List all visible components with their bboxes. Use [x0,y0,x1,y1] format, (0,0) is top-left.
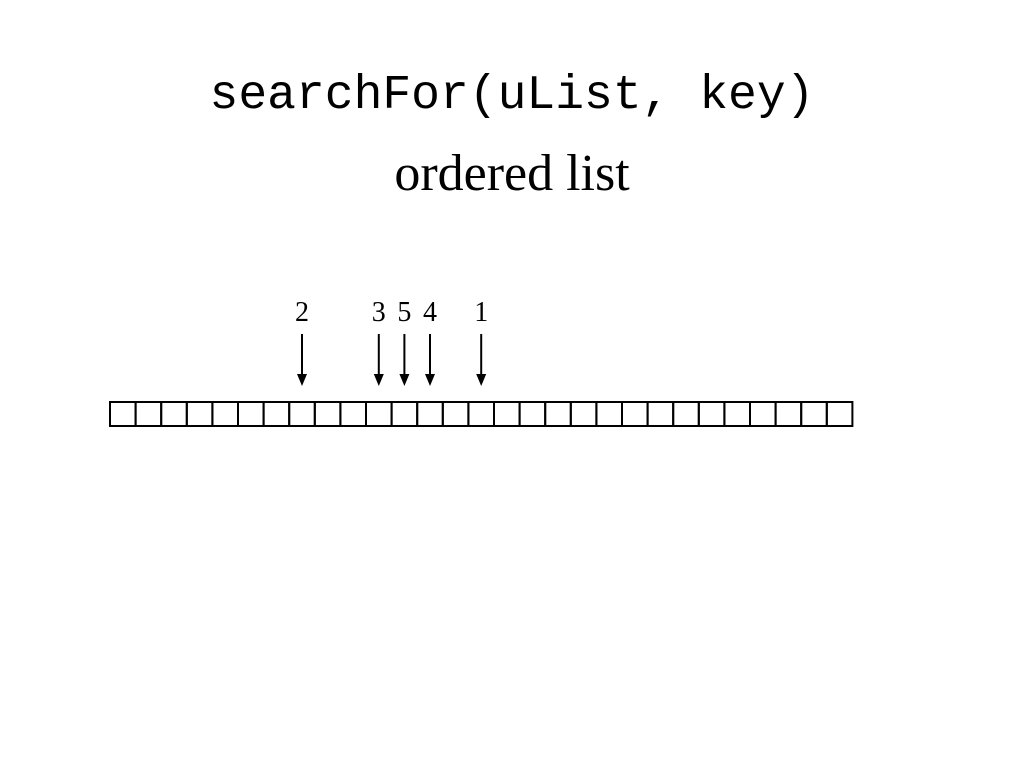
list-cell [518,401,547,427]
slide-subtitle: ordered list [394,145,630,202]
list-cell [134,401,163,427]
list-cell [646,401,675,427]
list-cell [339,401,367,427]
list-cell [569,401,598,427]
list-cell [313,401,342,427]
list-cell [390,401,419,427]
probe-arrowhead [399,374,410,386]
probe-label: 4 [423,297,437,328]
probe-arrowhead [297,374,307,386]
probe-label: 2 [295,297,309,328]
list-cell [441,401,470,427]
slide-title: searchFor(uList, key) [209,69,815,123]
list-cell [672,401,700,427]
list-cell [723,401,752,427]
list-cell [262,401,291,427]
probe-arrowhead [373,374,384,386]
list-cell [595,401,624,427]
list-cell [774,401,803,427]
probe-label: 5 [397,297,411,328]
list-cell [160,401,188,427]
list-cell [825,401,854,427]
list-cell [185,401,214,427]
list-cell [288,401,316,427]
list-cell [621,401,649,427]
probe-arrowhead [476,374,487,386]
list-cell [749,401,777,427]
list-cell [493,401,521,427]
list-cell [211,401,239,427]
probe-label: 1 [474,297,488,328]
list-cell [365,401,393,427]
list-cell [467,401,495,427]
list-cell [416,401,444,427]
list-cell [544,401,572,427]
list-cell [109,401,137,427]
probe-label: 3 [372,297,386,328]
list-cell [237,401,265,427]
list-cell [800,401,828,427]
list-cell [697,401,726,427]
probe-arrowhead [425,374,435,386]
